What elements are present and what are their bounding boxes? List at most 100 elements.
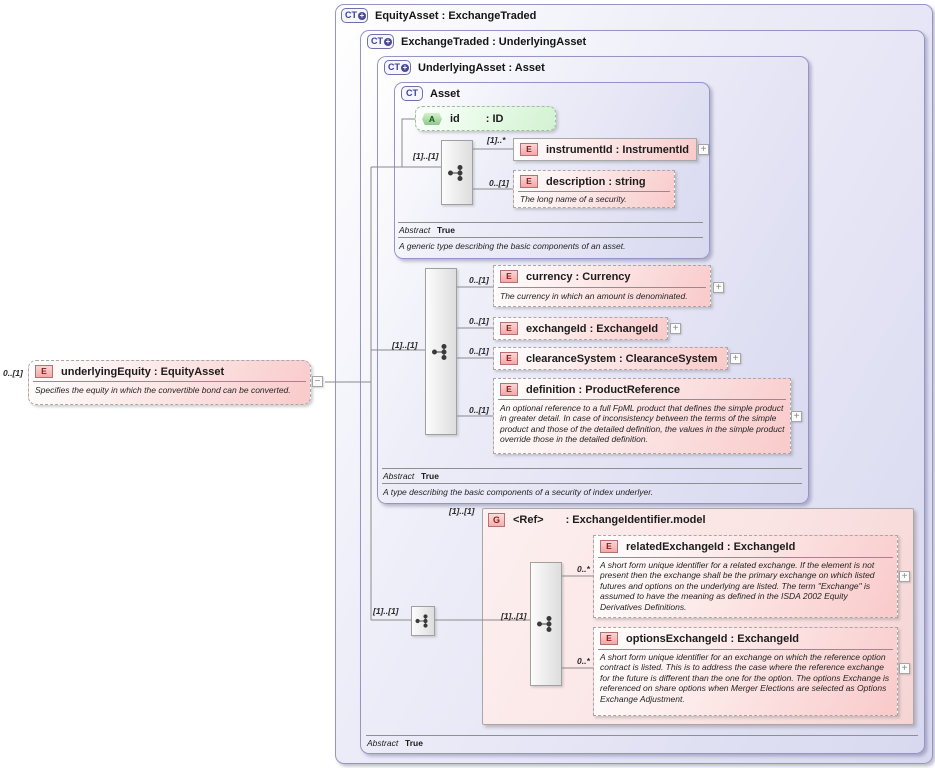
element-icon: E	[500, 383, 518, 396]
ct-annotation: A type describing the basic components o…	[383, 487, 654, 497]
attribute-name: id	[450, 113, 460, 125]
element-annotation: The long name of a security.	[520, 194, 627, 204]
group-name: <Ref>	[513, 514, 544, 526]
ct-title: ExchangeTraded : UnderlyingAsset	[401, 35, 587, 48]
abstract-value: True	[437, 225, 455, 235]
separator	[398, 237, 703, 238]
expand-button[interactable]: +	[899, 571, 910, 582]
cardinality-label: [1]..[1]	[449, 506, 475, 516]
element-box-currency[interactable]: E currency : Currency The currency in wh…	[493, 265, 711, 307]
cardinality-label: 0..[1]	[469, 275, 489, 285]
separator	[382, 483, 802, 484]
element-annotation: A short form unique identifier for a rel…	[600, 560, 875, 612]
group-type: : ExchangeIdentifier.model	[565, 514, 706, 526]
cardinality-label: 0..[1]	[469, 316, 489, 326]
separator	[518, 191, 670, 192]
ct-header-equityasset: CT+ EquityAsset : ExchangeTraded	[341, 8, 536, 23]
element-annotation: A short form unique identifier for an ex…	[600, 652, 890, 704]
element-title: description : string	[546, 175, 646, 188]
element-title: exchangeId : ExchangeId	[526, 322, 659, 335]
separator	[366, 735, 918, 736]
expand-button[interactable]: +	[730, 353, 741, 364]
element-title: optionsExchangeId : ExchangeId	[626, 632, 799, 645]
cardinality-label: [1]..[1]	[373, 606, 399, 616]
ct-header-asset: CT Asset	[401, 86, 460, 101]
element-box-instrumentid[interactable]: E instrumentId : InstrumentId	[513, 138, 697, 161]
group-header: G <Ref> : ExchangeIdentifier.model	[488, 513, 706, 527]
complex-type-icon[interactable]: CT	[401, 86, 423, 101]
separator	[382, 468, 802, 469]
element-annotation: The currency in which an amount is denom…	[500, 291, 688, 301]
element-title: definition : ProductReference	[526, 383, 681, 396]
cardinality-label: 0..*	[577, 656, 590, 666]
expand-dot-icon: +	[401, 62, 409, 72]
ct-title: EquityAsset : ExchangeTraded	[375, 9, 537, 22]
sequence-icon[interactable]	[425, 268, 457, 435]
element-annotation: Specifies the equity in which the conver…	[35, 385, 291, 395]
element-title: currency : Currency	[526, 270, 631, 283]
element-icon: E	[500, 322, 518, 335]
ct-header-exchangetraded: CT+ ExchangeTraded : UnderlyingAsset	[367, 34, 586, 49]
abstract-value: True	[421, 471, 439, 481]
ct-annotation: A generic type describing the basic comp…	[399, 241, 626, 251]
element-box-clearancesystem[interactable]: E clearanceSystem : ClearanceSystem	[493, 347, 728, 370]
abstract-label: Abstract	[367, 738, 399, 748]
element-box-underlyingequity[interactable]: E underlyingEquity : EquityAsset Specifi…	[28, 360, 311, 405]
complex-type-icon[interactable]: CT+	[341, 8, 368, 23]
separator	[498, 287, 706, 288]
element-box-exchangeid[interactable]: E exchangeId : ExchangeId	[493, 317, 668, 340]
attribute-icon: A	[422, 113, 442, 125]
element-annotation: An optional reference to a full FpML pro…	[500, 403, 785, 445]
element-box-description[interactable]: E description : string The long name of …	[513, 170, 675, 208]
element-title: relatedExchangeId : ExchangeId	[626, 540, 796, 553]
complex-type-icon[interactable]: CT+	[367, 34, 394, 49]
cardinality-label: 0..*	[577, 564, 590, 574]
group-icon: G	[488, 513, 505, 527]
expand-button[interactable]: +	[899, 663, 910, 674]
cardinality-label: 0..[1]	[489, 178, 509, 188]
element-icon: E	[500, 270, 518, 283]
expand-button[interactable]: +	[713, 282, 724, 293]
cardinality-label: 0..[1]	[469, 405, 489, 415]
cardinality-label: [1]..[1]	[413, 151, 439, 161]
ct-title: Asset	[430, 87, 460, 100]
element-icon: E	[500, 352, 518, 365]
abstract-label: Abstract	[383, 471, 415, 481]
attribute-type: : ID	[485, 113, 504, 125]
cardinality-label: [1]..[1]	[392, 340, 418, 350]
separator	[598, 557, 893, 558]
abstract-value: True	[405, 738, 423, 748]
element-box-definition[interactable]: E definition : ProductReference An optio…	[493, 378, 791, 454]
separator	[33, 381, 306, 382]
cardinality-label: 0..[1]	[469, 346, 489, 356]
cardinality-label: [1]..*	[487, 135, 506, 145]
sequence-icon[interactable]	[441, 140, 473, 205]
element-icon: E	[520, 143, 538, 156]
element-icon: E	[520, 175, 538, 188]
abstract-label: Abstract	[399, 225, 431, 235]
separator	[498, 399, 786, 400]
separator	[598, 649, 893, 650]
expand-button[interactable]: +	[670, 323, 681, 334]
ct-title: UnderlyingAsset : Asset	[418, 61, 545, 74]
attribute-box-id[interactable]: A id : ID	[415, 106, 556, 131]
element-icon: E	[600, 632, 618, 645]
sequence-icon[interactable]	[530, 562, 562, 686]
cardinality-label: [1]..[1]	[501, 611, 527, 621]
element-icon: E	[600, 540, 618, 553]
expand-dot-icon: +	[384, 36, 392, 46]
element-box-relatedexchangeid[interactable]: E relatedExchangeId : ExchangeId A short…	[593, 535, 898, 618]
element-title: underlyingEquity : EquityAsset	[61, 365, 225, 378]
element-icon: E	[35, 365, 53, 378]
element-box-optionsexchangeid[interactable]: E optionsExchangeId : ExchangeId A short…	[593, 627, 898, 716]
cardinality-label: 0..[1]	[3, 368, 23, 378]
element-title: instrumentId : InstrumentId	[546, 143, 689, 156]
sequence-icon[interactable]	[411, 606, 435, 636]
complex-type-icon[interactable]: CT+	[384, 60, 411, 75]
expand-button[interactable]: +	[791, 411, 802, 422]
expand-button[interactable]: +	[698, 144, 709, 155]
separator	[398, 222, 703, 223]
collapse-button[interactable]: −	[312, 376, 323, 387]
ct-header-underlyingasset: CT+ UnderlyingAsset : Asset	[384, 60, 545, 75]
